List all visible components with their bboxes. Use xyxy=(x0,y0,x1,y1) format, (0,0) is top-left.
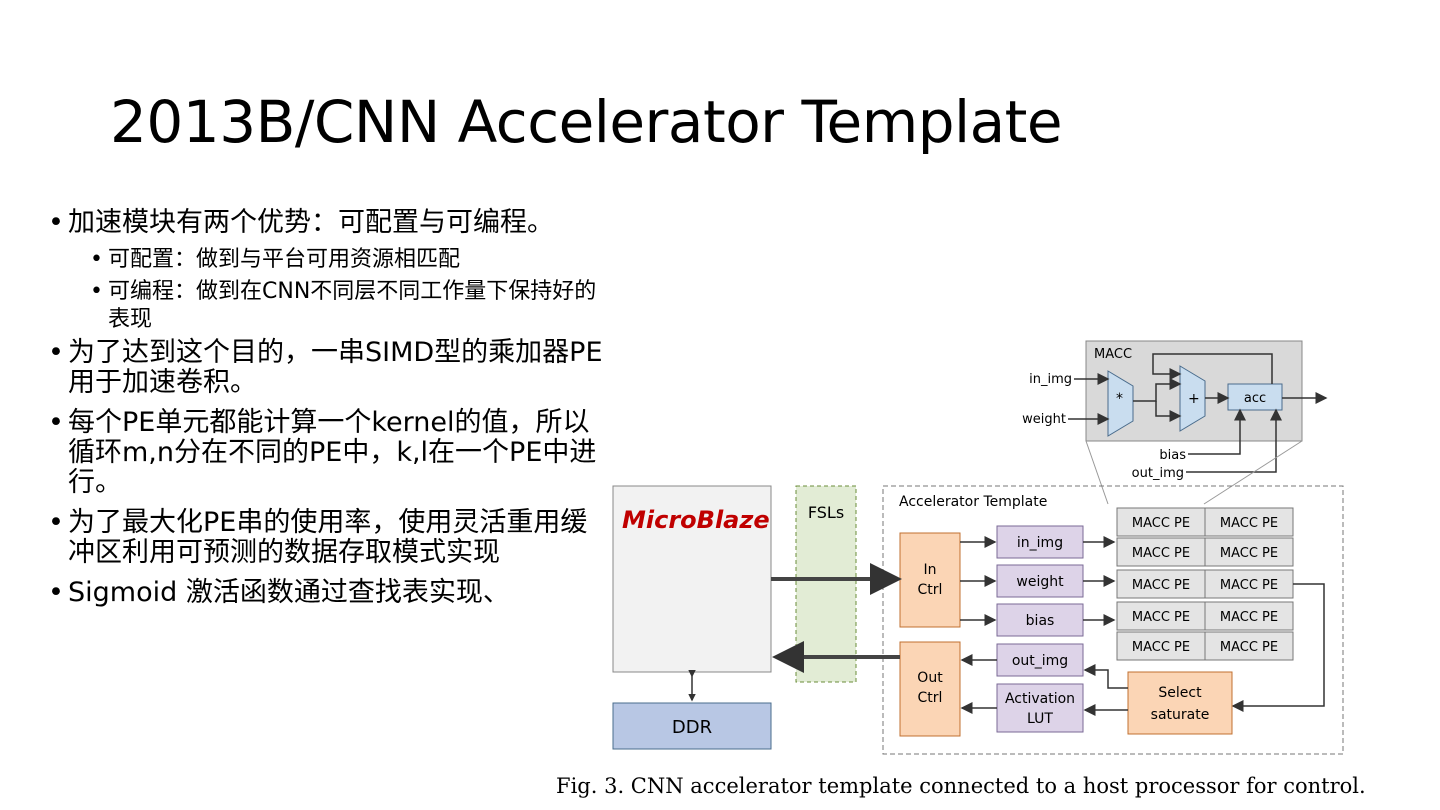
adder-symbol: + xyxy=(1188,391,1200,407)
macc-pe-cell xyxy=(1204,537,1294,567)
out-ctrl-label-1: Out xyxy=(917,670,943,686)
slide-title: 2013B/CNN Accelerator Template xyxy=(110,88,1063,156)
template-label: Accelerator Template xyxy=(899,494,1047,510)
activation-label-1: Activation xyxy=(1005,691,1075,707)
diagram-svg: MACC * + acc in_img weight bias out_img … xyxy=(612,340,1344,755)
macc-pe-label: MACC PE xyxy=(1132,516,1190,531)
macc-pe-cell xyxy=(1204,569,1294,599)
in-ctrl-label-1: In xyxy=(923,562,936,578)
fsls-label: FSLs xyxy=(808,503,844,522)
macc-pe-cell xyxy=(1204,507,1294,537)
bullet-advantages: 加速模块有两个优势：可配置与可编程。 xyxy=(44,208,604,239)
bullet-buffer: 为了最大化PE串的使用率，使用灵活重用缓冲区利用可预测的数据存取模式实现 xyxy=(44,508,604,568)
macc-pe-label: MACC PE xyxy=(1220,516,1278,531)
multiplier-symbol: * xyxy=(1116,391,1123,407)
macc-weight-label: weight xyxy=(1022,412,1066,427)
macc-pe-label: MACC PE xyxy=(1220,640,1278,655)
out-ctrl-box xyxy=(899,641,961,737)
macc-pe-cell xyxy=(1116,631,1206,661)
activation-label-2: LUT xyxy=(1027,711,1053,727)
select-label-2: saturate xyxy=(1151,707,1210,723)
weight-buffer xyxy=(996,564,1084,598)
macc-pe-label: MACC PE xyxy=(1220,610,1278,625)
sub-bullet-configurable: 可配置：做到与平台可用资源相匹配 xyxy=(44,246,604,274)
macc-pe-cell xyxy=(1116,507,1206,537)
macc-pe-label: MACC PE xyxy=(1132,546,1190,561)
fsls-box xyxy=(795,485,857,683)
bullet-simd: 为了达到这个目的，一串SIMD型的乘加器PE用于加速卷积。 xyxy=(44,338,604,398)
figure-caption: Fig. 3. CNN accelerator template connect… xyxy=(556,774,1366,798)
macc-pe-cell xyxy=(1204,631,1294,661)
sub-bullet-programmable: 可编程：做到在CNN不同层不同工作量下保持好的表现 xyxy=(44,278,604,334)
out-img-label: out_img xyxy=(1132,466,1184,481)
macc-pe-cell xyxy=(1204,601,1294,631)
in-img-buffer-label: in_img xyxy=(1017,535,1063,551)
macc-pe-cell xyxy=(1116,537,1206,567)
bullet-list: 加速模块有两个优势：可配置与可编程。 可配置：做到与平台可用资源相匹配 可编程：… xyxy=(44,208,604,616)
macc-pe-label: MACC PE xyxy=(1220,578,1278,593)
bias-label: bias xyxy=(1159,448,1186,463)
bias-buffer-label: bias xyxy=(1026,613,1055,629)
macc-label: MACC xyxy=(1094,347,1132,362)
macc-pe-label: MACC PE xyxy=(1132,578,1190,593)
ddr-label: DDR xyxy=(672,717,712,738)
bullet-sigmoid: Sigmoid 激活函数通过查找表实现、 xyxy=(44,578,604,609)
ddr-box xyxy=(612,702,772,750)
microblaze-logo: MicroBlaze xyxy=(622,506,770,534)
pe-array: MACC PE MACC PE MACC PE MACC PE MACC PE … xyxy=(1116,507,1294,661)
template-box xyxy=(882,485,1344,755)
select-saturate-box xyxy=(1127,671,1233,735)
macc-pe-label: MACC PE xyxy=(1220,546,1278,561)
out-ctrl-label-2: Ctrl xyxy=(918,690,943,706)
weight-buffer-label: weight xyxy=(1016,574,1064,590)
macc-in-img-label: in_img xyxy=(1029,372,1072,387)
out-img-buffer xyxy=(996,643,1084,677)
acc-label: acc xyxy=(1244,391,1266,406)
select-label-1: Select xyxy=(1158,685,1202,701)
macc-pe-label: MACC PE xyxy=(1132,610,1190,625)
macc-pe-label: MACC PE xyxy=(1132,640,1190,655)
microblaze-box xyxy=(612,485,772,673)
in-ctrl-box xyxy=(899,532,961,628)
activation-lut-box xyxy=(996,683,1084,733)
acc-box xyxy=(1227,383,1283,411)
cnn-accelerator-diagram: MACC * + acc in_img weight bias out_img … xyxy=(608,336,1348,756)
adder-shape xyxy=(1179,365,1206,432)
macc-pe-cell xyxy=(1116,569,1206,599)
out-img-buffer-label: out_img xyxy=(1012,653,1068,669)
bullet-kernel: 每个PE单元都能计算一个kernel的值，所以循环m,n分在不同的PE中，k,l… xyxy=(44,408,604,498)
in-ctrl-label-2: Ctrl xyxy=(918,582,943,598)
